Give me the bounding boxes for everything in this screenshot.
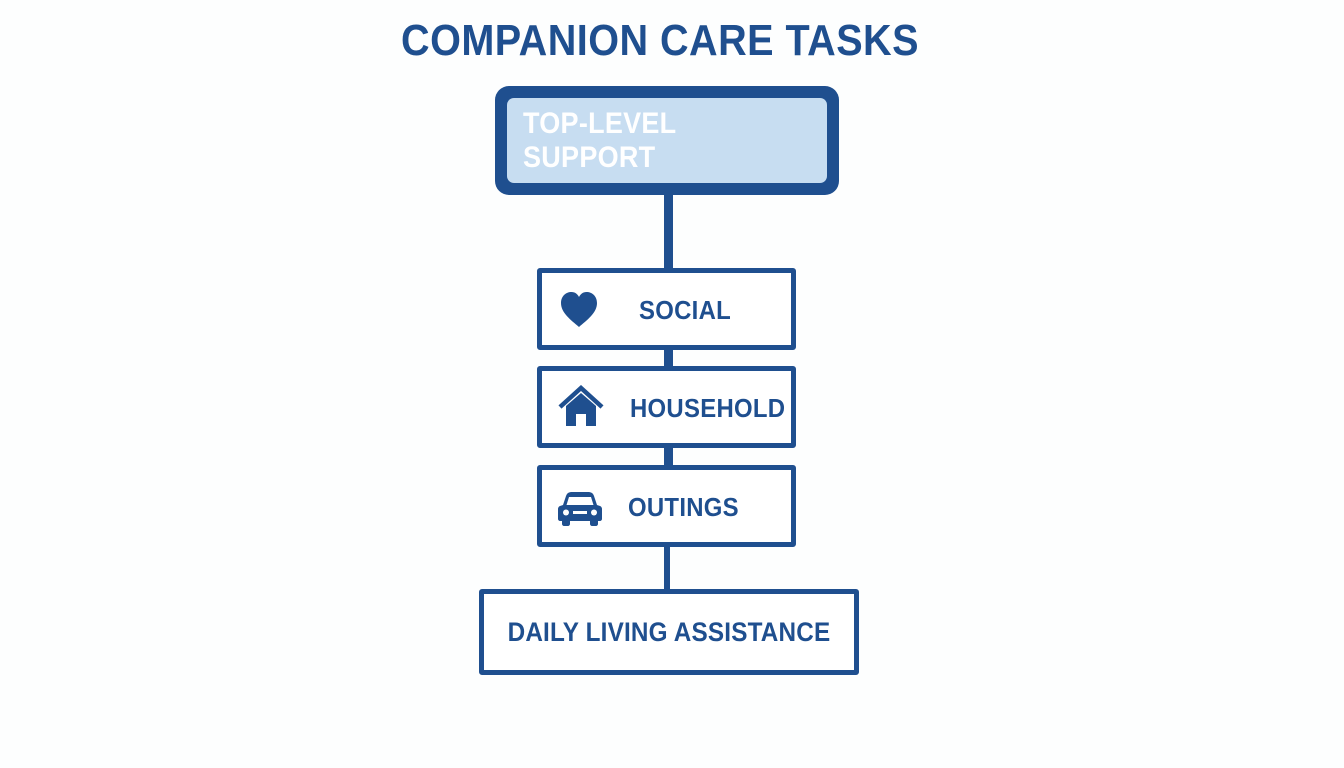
task-node-outings: OUTINGS <box>537 465 796 547</box>
top-level-support-node: TOP-LEVEL SUPPORT <box>495 86 839 195</box>
task-node-household: HOUSEHOLD <box>537 366 796 448</box>
connector-top-to-social <box>664 194 673 270</box>
connector-outings-to-daily-living <box>664 545 670 591</box>
daily-living-assistance-node: DAILY LIVING ASSISTANCE <box>479 589 859 675</box>
connector-household-to-outings <box>664 446 673 468</box>
diagram-title: COMPANION CARE TASKS <box>401 16 919 65</box>
task-node-social: SOCIAL <box>537 268 796 350</box>
house-icon <box>556 384 606 430</box>
task-label-outings: OUTINGS <box>628 492 739 522</box>
top-level-support-label: TOP-LEVEL SUPPORT <box>523 106 676 174</box>
connector-social-to-household <box>664 347 673 369</box>
task-label-household: HOUSEHOLD <box>630 393 786 423</box>
heart-icon <box>556 288 602 332</box>
task-label-social: SOCIAL <box>639 295 732 325</box>
daily-living-assistance-label: DAILY LIVING ASSISTANCE <box>507 616 831 647</box>
top-level-support-fill: TOP-LEVEL SUPPORT <box>507 98 827 183</box>
car-icon <box>556 488 604 528</box>
